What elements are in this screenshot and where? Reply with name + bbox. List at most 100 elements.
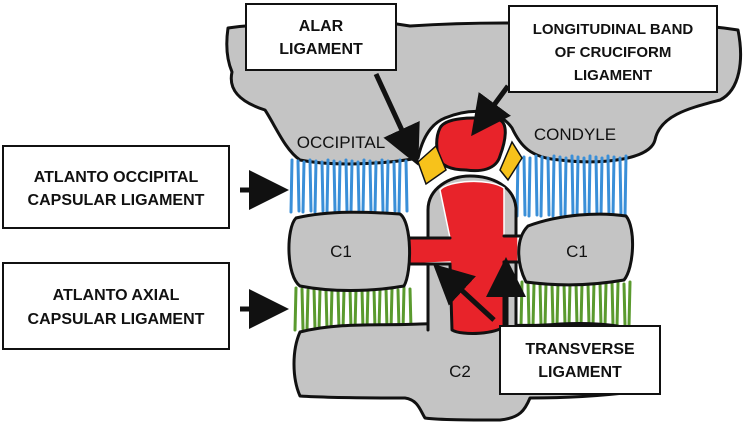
atlanto-occipital-fiber bbox=[522, 155, 527, 217]
atlanto-axial-fiber bbox=[531, 282, 536, 328]
c1-left-label: C1 bbox=[330, 242, 352, 261]
atlanto-axial-fiber bbox=[574, 280, 579, 327]
transverse-ligament-box bbox=[499, 325, 661, 395]
atlanto-axial-fiber bbox=[300, 287, 305, 331]
atlanto-axial-fiber bbox=[538, 280, 543, 327]
atlanto-occipital-fiber bbox=[397, 158, 402, 214]
atlanto-axial-capsular-ligament-right bbox=[519, 280, 632, 328]
atlanto-axial-fiber bbox=[329, 286, 334, 332]
atlanto-occipital-box bbox=[2, 145, 230, 229]
alar-ligament-callout: ALAR LIGAMENT bbox=[245, 3, 397, 71]
atlanto-axial-fiber bbox=[408, 287, 413, 331]
atlanto-occipital-fiber bbox=[392, 160, 397, 213]
c1-right-label: C1 bbox=[566, 242, 588, 261]
atlanto-axial-fiber bbox=[312, 286, 317, 331]
occipital-label: OCCIPITAL bbox=[297, 133, 385, 152]
atlanto-axial-fiber bbox=[555, 280, 560, 328]
longitudinal-band-text-line1: LONGITUDINAL BAND bbox=[533, 21, 694, 38]
atlanto-axial-fiber bbox=[365, 286, 370, 332]
transverse-ligament-text-line2: LIGAMENT bbox=[538, 364, 622, 381]
atlanto-axial-fiber bbox=[389, 287, 394, 332]
atlanto-axial-fiber bbox=[317, 287, 322, 332]
atlanto-axial-fiber bbox=[396, 288, 401, 331]
c1-left-lateral-mass bbox=[287, 210, 412, 292]
transverse-ligament-callout: TRANSVERSE LIGAMENT bbox=[499, 325, 661, 395]
atlanto-occipital-capsular-ligament-right bbox=[515, 154, 628, 218]
atlanto-axial-box bbox=[2, 262, 230, 350]
alar-ligament-text-line2: LIGAMENT bbox=[279, 41, 363, 58]
atlanto-occipital-text-line2: CAPSULAR LIGAMENT bbox=[28, 192, 205, 209]
transverse-band-outline bbox=[406, 234, 522, 266]
atlanto-occipital-fiber bbox=[404, 159, 409, 213]
atlanto-axial-fiber bbox=[341, 288, 346, 332]
atlanto-axial-fiber bbox=[519, 280, 524, 328]
atlanto-axial-fiber bbox=[372, 287, 377, 331]
longitudinal-band-arrow bbox=[471, 84, 511, 137]
atlanto-occipital-callout: ATLANTO OCCIPITAL CAPSULAR LIGAMENT bbox=[2, 145, 230, 229]
alar-ligament-text-line1: ALAR bbox=[299, 18, 344, 35]
atlanto-occipital-fiber bbox=[385, 159, 390, 214]
atlanto-occipital-capsular-ligament-left bbox=[289, 158, 409, 214]
atlanto-axial-fiber bbox=[591, 280, 596, 328]
atlanto-occipital-fiber bbox=[599, 156, 604, 218]
atlanto-occipital-fiber bbox=[551, 154, 556, 218]
atlanto-axial-fiber bbox=[622, 282, 627, 327]
atlanto-occipital-fiber bbox=[558, 155, 563, 217]
atlanto-occipital-fiber bbox=[546, 156, 551, 217]
atlanto-occipital-fiber bbox=[344, 158, 349, 213]
atlanto-axial-fiber bbox=[293, 286, 298, 332]
atlanto-occipital-fiber bbox=[337, 160, 342, 214]
atlanto-occipital-fiber bbox=[539, 155, 544, 218]
longitudinal-band-superior bbox=[435, 116, 507, 173]
atlanto-occipital-fiber bbox=[606, 154, 611, 217]
atlanto-axial-fiber bbox=[550, 282, 555, 327]
atlanto-axial-fiber bbox=[610, 280, 615, 327]
transverse-ligament-arrow-diagonal bbox=[432, 263, 496, 322]
atlanto-occipital-text-line1: ATLANTO OCCIPITAL bbox=[34, 169, 199, 186]
alar-ligament-arrow bbox=[373, 72, 420, 166]
longitudinal-band-over-dens bbox=[405, 180, 519, 335]
atlanto-occipital-fiber bbox=[611, 155, 616, 218]
alar-ligament-box bbox=[245, 3, 397, 71]
atlanto-occipital-fiber bbox=[587, 154, 592, 218]
atlanto-axial-fiber bbox=[401, 286, 406, 332]
atlanto-axial-text-line2: CAPSULAR LIGAMENT bbox=[28, 311, 205, 328]
atlanto-occipital-fiber bbox=[618, 156, 623, 217]
atlanto-axial-fiber bbox=[324, 288, 329, 331]
atlanto-axial-fiber bbox=[353, 287, 358, 332]
c2-label: C2 bbox=[449, 362, 471, 381]
atlanto-axial-fiber bbox=[305, 288, 310, 332]
atlanto-axial-callout: ATLANTO AXIAL CAPSULAR LIGAMENT bbox=[2, 262, 230, 350]
atlanto-axial-fiber bbox=[526, 281, 531, 327]
longitudinal-band-box bbox=[508, 5, 718, 93]
atlanto-occipital-fiber bbox=[623, 154, 628, 218]
atlanto-axial-fiber bbox=[543, 281, 548, 328]
atlanto-occipital-fiber bbox=[575, 155, 580, 218]
condyle-label: CONDYLE bbox=[534, 125, 616, 144]
alar-ligament-right bbox=[499, 140, 523, 182]
atlanto-occipital-fiber bbox=[296, 159, 301, 213]
atlanto-axial-fiber bbox=[336, 287, 341, 331]
atlanto-occipital-fiber bbox=[301, 160, 306, 214]
longitudinal-band-callout: LONGITUDINAL BAND OF CRUCIFORM LIGAMENT bbox=[508, 5, 718, 93]
atlanto-occipital-fiber bbox=[380, 158, 385, 213]
transverse-ligament-text-line1: TRANSVERSE bbox=[525, 341, 635, 358]
atlanto-occipital-fiber bbox=[570, 154, 575, 217]
atlanto-axial-fiber bbox=[615, 281, 620, 328]
atlanto-axial-fiber bbox=[627, 280, 632, 328]
atlanto-axial-fiber bbox=[384, 286, 389, 331]
atlanto-occipital-fiber bbox=[534, 154, 539, 217]
atlanto-axial-text-line1: ATLANTO AXIAL bbox=[53, 287, 180, 304]
longitudinal-band-text-line2: OF CRUCIFORM bbox=[555, 44, 672, 61]
atlanto-axial-fiber bbox=[603, 282, 608, 328]
longitudinal-band-text-line3: LIGAMENT bbox=[574, 67, 652, 84]
atlanto-occipital-fiber bbox=[368, 159, 373, 213]
atlanto-axial-capsular-ligament-left bbox=[293, 286, 413, 332]
atlanto-occipital-fiber bbox=[289, 158, 294, 214]
atlanto-occipital-fiber bbox=[320, 160, 325, 213]
atlanto-occipital-fiber bbox=[356, 160, 361, 213]
atlanto-axial-fiber bbox=[586, 282, 591, 327]
atlanto-axial-fiber bbox=[579, 281, 584, 328]
atlanto-axial-fiber bbox=[567, 282, 572, 328]
